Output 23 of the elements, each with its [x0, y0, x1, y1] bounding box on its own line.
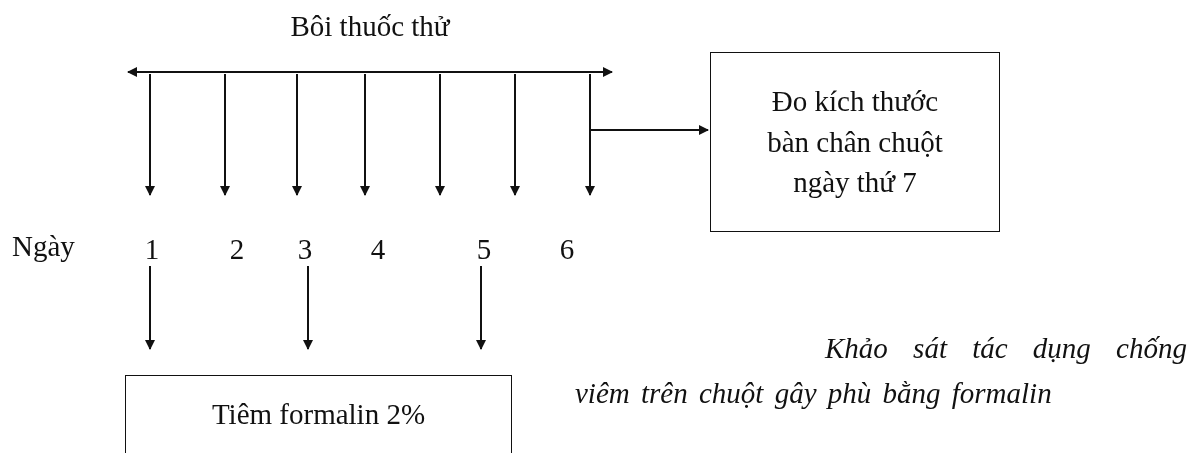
box-label: Đo kích thước bàn chân chuột ngày thứ 7	[766, 84, 944, 201]
bar-label: Bôi thuốc thử	[290, 9, 450, 44]
caption: Khảo sát tác dụng chống viêm trên chuột gây phù bằng formalin	[575, 331, 1187, 411]
arrow	[145, 265, 155, 350]
arrow	[303, 265, 313, 350]
process-box	[710, 52, 1000, 232]
arrow	[510, 73, 520, 196]
arrow	[292, 73, 302, 196]
day-label: 4	[370, 231, 386, 267]
arrow	[435, 73, 445, 196]
arrow	[220, 73, 230, 196]
day-label: 3	[297, 231, 313, 267]
arrow	[476, 265, 486, 350]
day-label: 1	[144, 231, 160, 267]
arrow	[360, 73, 370, 196]
axis-label: Ngày	[12, 230, 75, 263]
process-box	[125, 375, 512, 453]
arrow	[589, 73, 709, 135]
box-label: Tiêm formalin 2%	[211, 397, 426, 433]
arrow	[145, 73, 155, 196]
day-label: 2	[229, 231, 245, 267]
day-label: 6	[559, 231, 575, 267]
day-label: 5	[476, 231, 492, 267]
